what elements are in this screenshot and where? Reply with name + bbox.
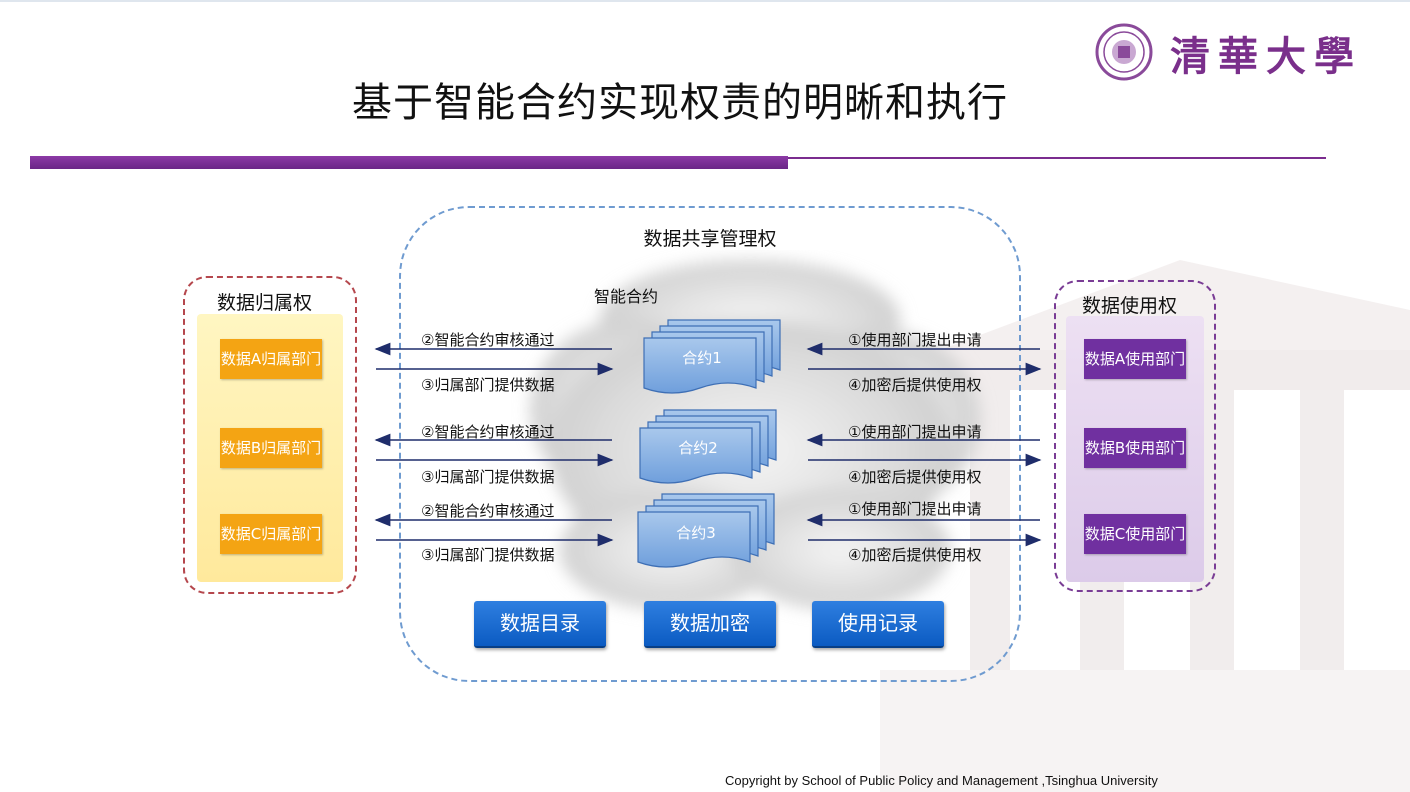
user-department-c[interactable]: 数据C使用部门 xyxy=(1084,514,1186,554)
ownership-panel-title: 数据归属权 xyxy=(217,292,313,314)
flow-label-approve-1: ②智能合约审核通过 xyxy=(421,331,555,349)
flow-label-apply-3: ①使用部门提出申请 xyxy=(848,500,982,518)
owner-department-b[interactable]: 数据B归属部门 xyxy=(220,428,322,468)
owner-department-a[interactable]: 数据A归属部门 xyxy=(220,339,322,379)
flow-label-grant-1: ④加密后提供使用权 xyxy=(848,376,982,394)
owner-department-c[interactable]: 数据C归属部门 xyxy=(220,514,322,554)
background-building-image xyxy=(880,260,1410,792)
user-department-b[interactable]: 数据B使用部门 xyxy=(1084,428,1186,468)
contract-1-document-stack xyxy=(643,319,781,394)
title-underline-accent xyxy=(30,156,788,169)
flow-label-provide-3: ③归属部门提供数据 xyxy=(421,546,555,564)
copyright-notice: Copyright by School of Public Policy and… xyxy=(725,773,1158,788)
sharing-panel-title: 数据共享管理权 xyxy=(643,228,777,250)
flow-label-grant-3: ④加密后提供使用权 xyxy=(848,546,982,564)
flow-label-apply-2: ①使用部门提出申请 xyxy=(848,423,982,441)
usage-panel-title: 数据使用权 xyxy=(1082,295,1178,317)
data-encryption-button[interactable]: 数据加密 xyxy=(644,601,776,648)
smart-contract-label: 智能合约 xyxy=(594,287,659,306)
usage-record-button[interactable]: 使用记录 xyxy=(812,601,944,648)
contract-2-label: 合约2 xyxy=(678,439,718,457)
top-border xyxy=(0,0,1410,2)
flow-label-approve-3: ②智能合约审核通过 xyxy=(421,502,555,520)
data-catalog-button[interactable]: 数据目录 xyxy=(474,601,606,648)
flow-label-provide-1: ③归属部门提供数据 xyxy=(421,376,555,394)
flow-label-apply-1: ①使用部门提出申请 xyxy=(848,331,982,349)
tsinghua-seal-logo xyxy=(1095,23,1153,81)
data-sharing-management-panel xyxy=(399,206,1021,682)
contract-2-document-stack xyxy=(639,409,777,484)
contract-1-label: 合约1 xyxy=(682,349,722,367)
flow-label-provide-2: ③归属部门提供数据 xyxy=(421,468,555,486)
user-department-a[interactable]: 数据A使用部门 xyxy=(1084,339,1186,379)
contract-3-document-stack xyxy=(637,493,775,568)
slide-title: 基于智能合约实现权责的明晰和执行 xyxy=(352,80,1008,126)
flow-label-approve-2: ②智能合约审核通过 xyxy=(421,423,555,441)
contract-3-label: 合约3 xyxy=(676,524,716,542)
tsinghua-logo-text: 清華大學 xyxy=(1170,33,1362,80)
flow-label-grant-2: ④加密后提供使用权 xyxy=(848,468,982,486)
